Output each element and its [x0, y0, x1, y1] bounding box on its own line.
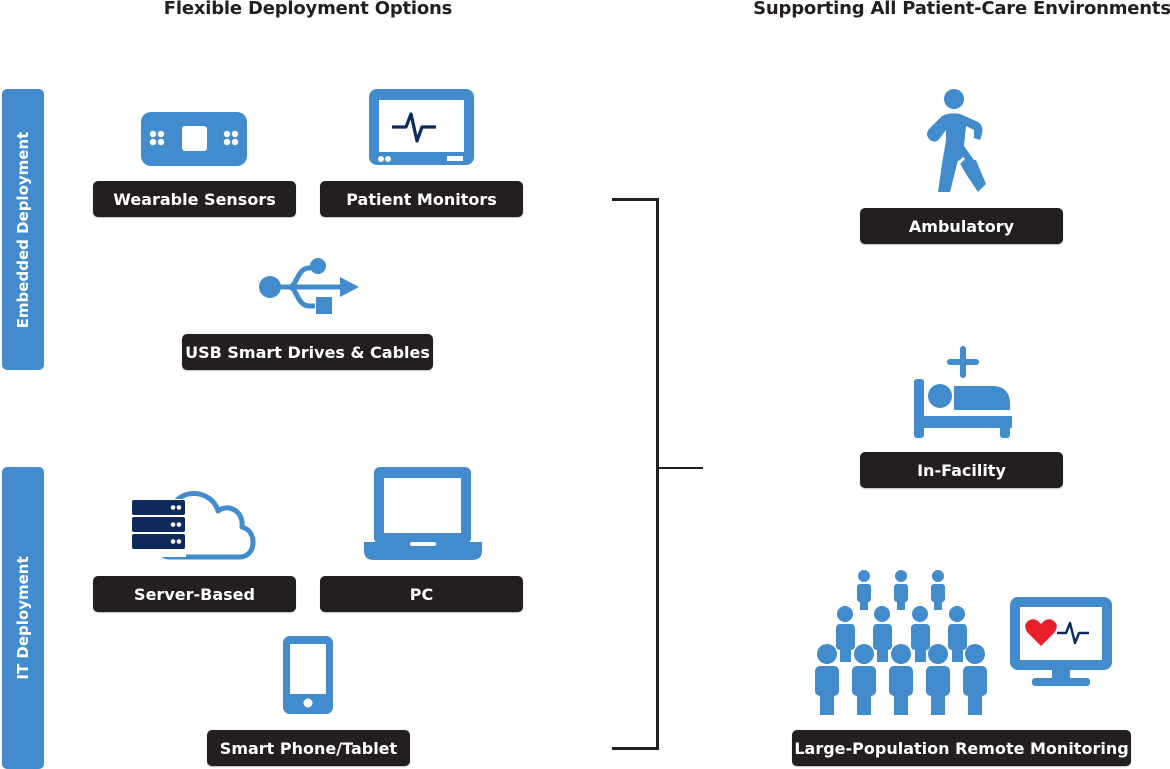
bracket-connector — [656, 467, 703, 469]
hospital-bed-icon — [914, 346, 1012, 438]
left-section-title: Flexible Deployment Options — [163, 0, 453, 19]
smartphone-icon — [283, 636, 333, 714]
it-deployment-bar: IT Deployment — [2, 467, 44, 769]
embedded-deployment-label: Embedded Deployment — [14, 131, 32, 328]
laptop-pc-icon — [364, 467, 482, 560]
bracket-top — [612, 198, 659, 201]
server-based-label: Server-Based — [93, 576, 296, 612]
ambulatory-label: Ambulatory — [860, 208, 1063, 244]
bracket-bottom — [612, 747, 659, 750]
usb-icon — [259, 258, 359, 314]
patient-monitors-label: Patient Monitors — [320, 181, 523, 217]
usb-smart-drives-label: USB Smart Drives & Cables — [182, 334, 433, 370]
embedded-deployment-bar: Embedded Deployment — [2, 89, 44, 370]
server-cloud-icon — [130, 491, 256, 560]
walking-person-icon — [927, 89, 986, 192]
large-population-remote-monitoring-label: Large-Population Remote Monitoring — [792, 730, 1131, 766]
right-section-title: Supporting All Patient-Care Environments — [753, 0, 1170, 19]
it-deployment-label: IT Deployment — [14, 556, 32, 680]
smart-phone-tablet-label: Smart Phone/Tablet — [207, 730, 410, 766]
wearable-sensors-label: Wearable Sensors — [93, 181, 296, 217]
wearable-sensor-icon — [141, 112, 247, 166]
bracket-vertical — [656, 198, 659, 750]
patient-monitor-icon — [369, 89, 474, 165]
remote-heart-monitor-icon — [1010, 597, 1112, 686]
in-facility-label: In-Facility — [860, 452, 1063, 488]
population-group-icon — [815, 570, 987, 715]
pc-label: PC — [320, 576, 523, 612]
